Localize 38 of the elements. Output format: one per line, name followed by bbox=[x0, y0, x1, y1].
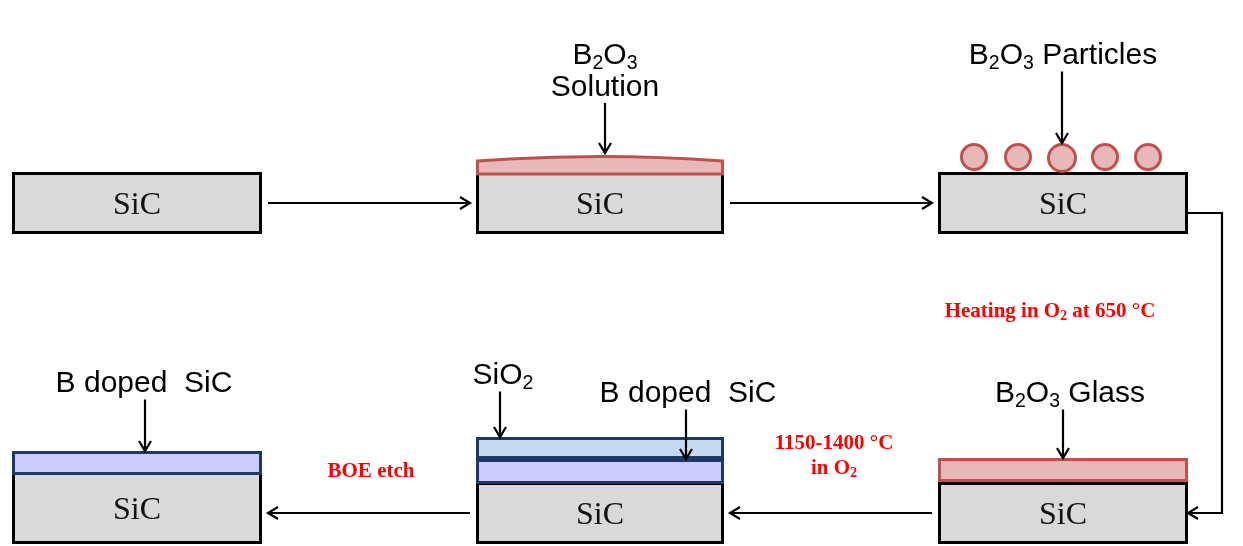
layer-label: B$_{2}$O$_{3}$ Solution bbox=[549, 38, 661, 101]
leader-arrow bbox=[137, 399, 153, 453]
thin-layer bbox=[12, 451, 262, 475]
leader-arrow bbox=[597, 103, 613, 155]
material-label: SiC bbox=[1039, 184, 1087, 222]
leader-arrow bbox=[492, 391, 508, 439]
material-label: SiC bbox=[113, 489, 161, 527]
process-arrow bbox=[730, 195, 934, 211]
material-label: SiC bbox=[113, 184, 161, 222]
material-label: SiC bbox=[576, 494, 624, 532]
layer-label: B$_{2}$O$_{3}$ Particles bbox=[968, 38, 1158, 70]
particle-circle bbox=[960, 143, 988, 171]
material-label: SiC bbox=[576, 184, 624, 222]
substrate-block bbox=[476, 482, 724, 544]
thin-layer bbox=[476, 459, 724, 484]
particle-circle bbox=[1134, 143, 1162, 171]
substrate-block bbox=[938, 172, 1188, 234]
layer-label: B$_{2}$O$_{3}$ Glass bbox=[993, 376, 1147, 408]
layer-label: B doped SiC bbox=[598, 376, 778, 408]
solution-film bbox=[476, 153, 724, 174]
substrate-block bbox=[12, 472, 262, 544]
thin-layer bbox=[476, 437, 724, 459]
leader-arrow bbox=[1055, 409, 1071, 460]
process-arrow bbox=[728, 505, 932, 521]
leader-arrow bbox=[1054, 71, 1070, 145]
particle-circle bbox=[1004, 143, 1032, 171]
layer-label: B doped SiC bbox=[54, 366, 234, 398]
process-arrow bbox=[266, 505, 470, 521]
particle-circle bbox=[1091, 143, 1119, 171]
substrate-block bbox=[938, 482, 1188, 544]
process-arrow bbox=[268, 195, 472, 211]
process-arrow bbox=[1186, 211, 1224, 521]
particle-circle bbox=[1047, 143, 1077, 173]
leader-arrow bbox=[678, 409, 694, 461]
thin-layer bbox=[938, 458, 1188, 482]
material-label: SiC bbox=[1039, 494, 1087, 532]
layer-label: SiO$_{2}$ bbox=[471, 358, 535, 390]
substrate-block bbox=[12, 172, 262, 234]
